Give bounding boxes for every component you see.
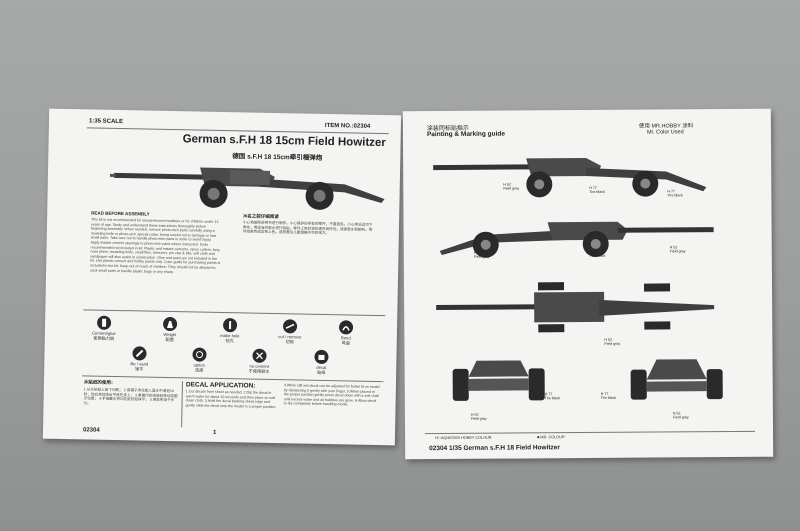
icon-label-weight-cn: 配重 (165, 336, 175, 343)
paint-brand: Mr. Color Used (646, 129, 684, 136)
section-rule (83, 309, 386, 317)
decal-rule (82, 375, 385, 383)
howitzer-side-illustration (109, 167, 385, 210)
decal-heading: DECAL APPLICATION: (185, 381, 256, 390)
decal-icon (314, 349, 329, 365)
legend-rule (425, 430, 756, 435)
howitzer-rear-view (630, 359, 723, 400)
cement-icon (96, 315, 112, 330)
howitzer-opposite-view (439, 221, 714, 258)
kit-title: German s.F.H 18 15cm Field Howitzer (182, 133, 386, 150)
icon-label-file-cn: 锉平 (134, 366, 144, 372)
item-number: ITEM NO.:02304 (324, 122, 371, 130)
icon-label-cut-cn: 切除 (285, 339, 295, 345)
file-icon (132, 346, 147, 361)
decal-steps-cn: 1.从水贴纸上剪下印刷； 2.用镊子夹住放入温水中浸泡10秒，然后将其捞出平放在… (83, 387, 178, 406)
icon-label-drill-cn: 钻孔 (225, 338, 235, 344)
paint-brand-cn: 使用 MR.HOBBY 涂料 (638, 123, 694, 130)
howitzer-top-view (436, 282, 715, 333)
icon-label-cement-cn: 使用黏力胶 (93, 335, 115, 341)
instruction-sheet-left: 1:35 SCALE ITEM NO.:02304 German s.F.H 1… (42, 108, 402, 446)
decal-divider (181, 381, 183, 428)
instructions-chinese: 小心地按照说明书进行制作。小心保护好所有的零件，不要丢失。小心地沿边切下零件。用… (242, 220, 373, 236)
instructions-english: This kit is not recommended for inexperi… (90, 217, 221, 274)
guide-footer: 02304 1/35 German s.F.H 18 Field Howitze… (429, 444, 560, 453)
icon-label-bend-cn: 弯曲 (341, 340, 350, 346)
icon-label-decal-cn: 贴纸 (316, 369, 326, 376)
decal-steps-1: 1.Cut decals from sheet as needed. 2.Dip… (185, 389, 277, 409)
no-cement-icon (252, 348, 267, 363)
footer-code: 02304 (82, 427, 100, 434)
page-number: 1 (212, 429, 217, 436)
howitzer-side-view (433, 158, 707, 198)
weight-icon (162, 316, 178, 332)
bend-icon (338, 320, 354, 335)
scale-label: 1:35 SCALE (88, 118, 124, 126)
read-before-heading-cn: Ж名之前仔细阅读 (243, 213, 279, 220)
option-icon (192, 347, 207, 362)
icon-label-option-cn: 选择 (194, 367, 204, 373)
decal-heading-cn: 水贴纸的使用： (83, 379, 116, 385)
read-before-heading: READ BEFORE ASSEMBLY (91, 210, 150, 217)
legend-mr-colour: ■ MR. COLOUR (537, 435, 565, 440)
painting-guide-sheet: 涂装同标贴指示 Painting & Marking guide 使用 MR.H… (402, 108, 774, 460)
decal-steps-2: 4.While still wet,decal can be adjusted … (283, 383, 380, 407)
drill-icon (222, 318, 238, 333)
howitzer-front-view (452, 360, 545, 401)
legend-aqueous: H□ AQUEOUS HOBBY COLOUR (435, 435, 492, 441)
cut-icon (282, 319, 298, 334)
icon-label-no-cement-cn: 不使用胶水 (248, 368, 270, 374)
guide-title: Painting & Marking guide (426, 130, 505, 139)
